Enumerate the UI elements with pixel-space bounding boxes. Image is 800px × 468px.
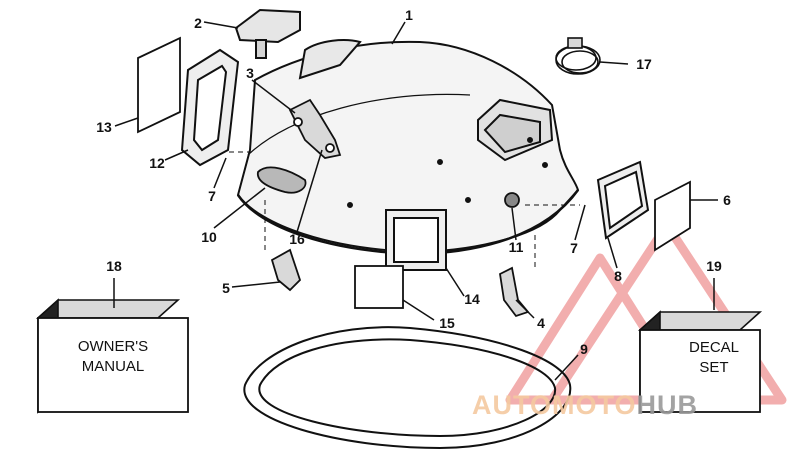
watermark-text: AUTOMOTOHUB [472,390,698,420]
watermark-part2: HUB [637,390,699,420]
part-callouts: 1 2 3 4 5 6 7 7 8 9 10 11 12 13 14 15 16… [96,7,731,357]
leader-lines [113,21,718,381]
bracket-part [288,98,342,159]
callout-9: 9 [580,341,588,357]
decal-set-line1: DECAL [689,339,739,356]
callout-3: 3 [246,65,254,81]
cable-part [555,37,601,75]
callout-2: 2 [194,15,202,31]
callout-18: 18 [106,258,122,274]
rear-frame-part [596,160,650,240]
callout-10: 10 [201,229,217,245]
rear-gasket-part [654,180,691,252]
cover-seal-part [243,326,572,450]
top-cap-part [234,8,301,59]
callout-19: 19 [706,258,722,274]
callout-12: 12 [149,155,165,171]
callout-16: 16 [289,231,305,247]
decal-set-line2: SET [699,359,728,376]
watermark-part1: AUTOMOTO [472,390,637,420]
square-gasket-part [354,265,404,309]
owners-manual-line1: OWNER'S [78,338,148,355]
assembly-lines [229,151,580,270]
callout-5: 5 [222,280,230,296]
callout-4: 4 [537,315,545,331]
callout-6: 6 [723,192,731,208]
svg-text:AUTOMOTOHUB: AUTOMOTOHUB [472,390,698,420]
callout-15: 15 [439,315,455,331]
callout-17: 17 [636,56,652,72]
engine-cover [236,39,580,256]
callout-1: 1 [405,7,413,23]
callout-14: 14 [464,291,480,307]
square-frame-part [385,209,447,271]
grommet-part [504,192,520,208]
callout-7-left: 7 [208,188,216,204]
callout-7-right: 7 [570,240,578,256]
callout-13: 13 [96,119,112,135]
left-clip-part [270,248,302,292]
callout-11: 11 [509,239,524,255]
side-gasket-part [137,36,181,134]
side-frame-part [180,48,240,167]
owners-manual-box: OWNER'S MANUAL [35,298,189,414]
owners-manual-line2: MANUAL [82,358,145,375]
decal-set-box: DECAL SET [637,310,763,414]
side-pad-part [257,166,307,194]
callout-8: 8 [614,268,622,284]
